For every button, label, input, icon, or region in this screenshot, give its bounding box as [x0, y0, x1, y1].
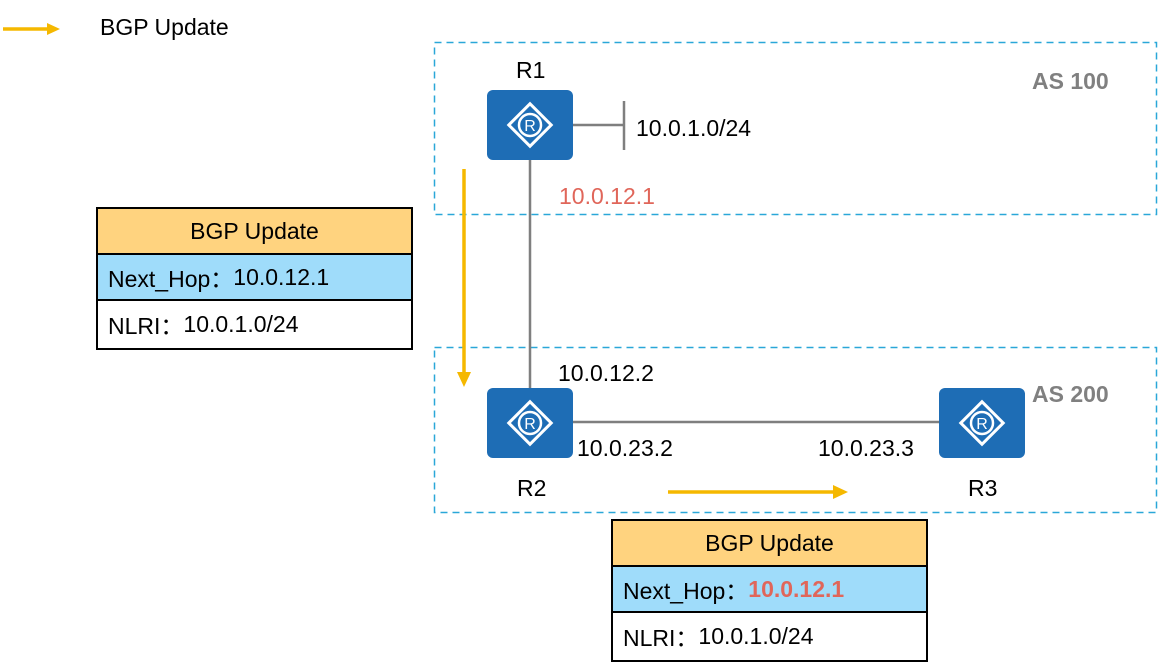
nlri-value: 10.0.1.0/24	[183, 310, 299, 337]
router-r1[interactable]: R	[487, 90, 573, 160]
next-hop-value: 10.0.12.1	[233, 263, 330, 290]
nlri-label: NLRI：	[623, 625, 699, 651]
router-r2-name: R2	[517, 475, 547, 501]
packet-next-hop: Next_Hop： 10.0.12.1	[98, 255, 411, 301]
svg-text:R: R	[976, 416, 988, 433]
r2-link-address-to-r3: 10.0.23.2	[577, 435, 673, 461]
packet-nlri: NLRI： 10.0.1.0/24	[98, 301, 411, 347]
legend-label: BGP Update	[100, 14, 229, 40]
svg-text:R: R	[524, 416, 536, 433]
next-hop-value: 10.0.12.1	[748, 575, 845, 602]
as200-boundary	[433, 346, 1158, 514]
packet-header: BGP Update	[613, 521, 926, 567]
svg-text:R: R	[524, 118, 536, 135]
router-r1-name: R1	[516, 57, 546, 83]
r1-link-address: 10.0.12.1	[559, 183, 655, 209]
r2-link-address-to-r1: 10.0.12.2	[558, 360, 654, 386]
packet-nlri: NLRI： 10.0.1.0/24	[613, 613, 926, 659]
nlri-value: 10.0.1.0/24	[698, 622, 814, 649]
bgp-update-r2-to-r3: BGP Update Next_Hop： 10.0.12.1 NLRI： 10.…	[611, 519, 928, 662]
router-r3-name: R3	[968, 475, 998, 501]
next-hop-label: Next_Hop：	[623, 578, 749, 604]
r3-link-address: 10.0.23.3	[818, 435, 914, 461]
router-r3[interactable]: R	[939, 388, 1025, 458]
router-icon: R	[506, 101, 554, 149]
as100-label: AS 100	[1032, 68, 1109, 94]
router-icon: R	[506, 399, 554, 447]
as200-label: AS 200	[1032, 381, 1109, 407]
router-r2[interactable]: R	[487, 388, 573, 458]
router-icon: R	[958, 399, 1006, 447]
r1-network-address: 10.0.1.0/24	[636, 115, 752, 141]
as100-boundary	[433, 41, 1158, 216]
nlri-label: NLRI：	[108, 313, 184, 339]
packet-next-hop: Next_Hop： 10.0.12.1	[613, 567, 926, 613]
packet-header: BGP Update	[98, 209, 411, 255]
next-hop-label: Next_Hop：	[108, 266, 234, 292]
bgp-update-r1-to-r2: BGP Update Next_Hop： 10.0.12.1 NLRI： 10.…	[96, 207, 413, 350]
